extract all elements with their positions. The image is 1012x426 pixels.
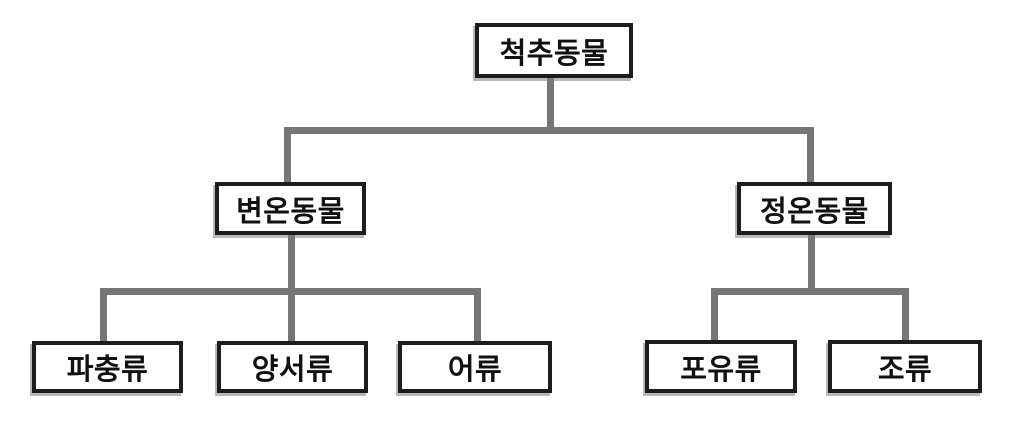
node-amphibians-label: 양서류: [251, 354, 334, 386]
connector-to-cold-blooded: [284, 127, 291, 182]
node-reptiles-label: 파충류: [66, 354, 149, 386]
node-mammals: 포유류: [645, 340, 797, 393]
connector-to-mammals: [711, 288, 718, 343]
node-birds-label: 조류: [877, 353, 933, 386]
connector-warm-bus: [711, 288, 909, 295]
node-warm-blooded-label: 정온동물: [760, 195, 869, 228]
node-vertebrates-label: 척추동물: [499, 37, 609, 70]
connector-to-reptiles: [100, 288, 107, 343]
node-fish: 어류: [398, 341, 552, 393]
node-cold-blooded: 변온동물: [215, 182, 366, 235]
node-amphibians: 양서류: [217, 341, 368, 393]
connector-to-birds: [902, 288, 909, 343]
node-mammals-label: 포유류: [680, 353, 762, 386]
connector-cold-bus: [100, 288, 481, 295]
connector-level1-bus: [284, 127, 814, 134]
node-vertebrates: 척추동물: [475, 23, 633, 78]
node-cold-blooded-label: 변온동물: [236, 195, 345, 228]
connector-to-fish: [474, 288, 481, 343]
node-reptiles: 파충류: [32, 341, 183, 393]
node-fish-label: 어류: [447, 354, 503, 386]
connector-root-stem: [547, 78, 554, 134]
node-birds: 조류: [828, 340, 982, 393]
connector-warm-blooded-stem: [808, 235, 815, 295]
node-warm-blooded: 정온동물: [737, 182, 892, 235]
connector-to-warm-blooded: [807, 127, 814, 182]
